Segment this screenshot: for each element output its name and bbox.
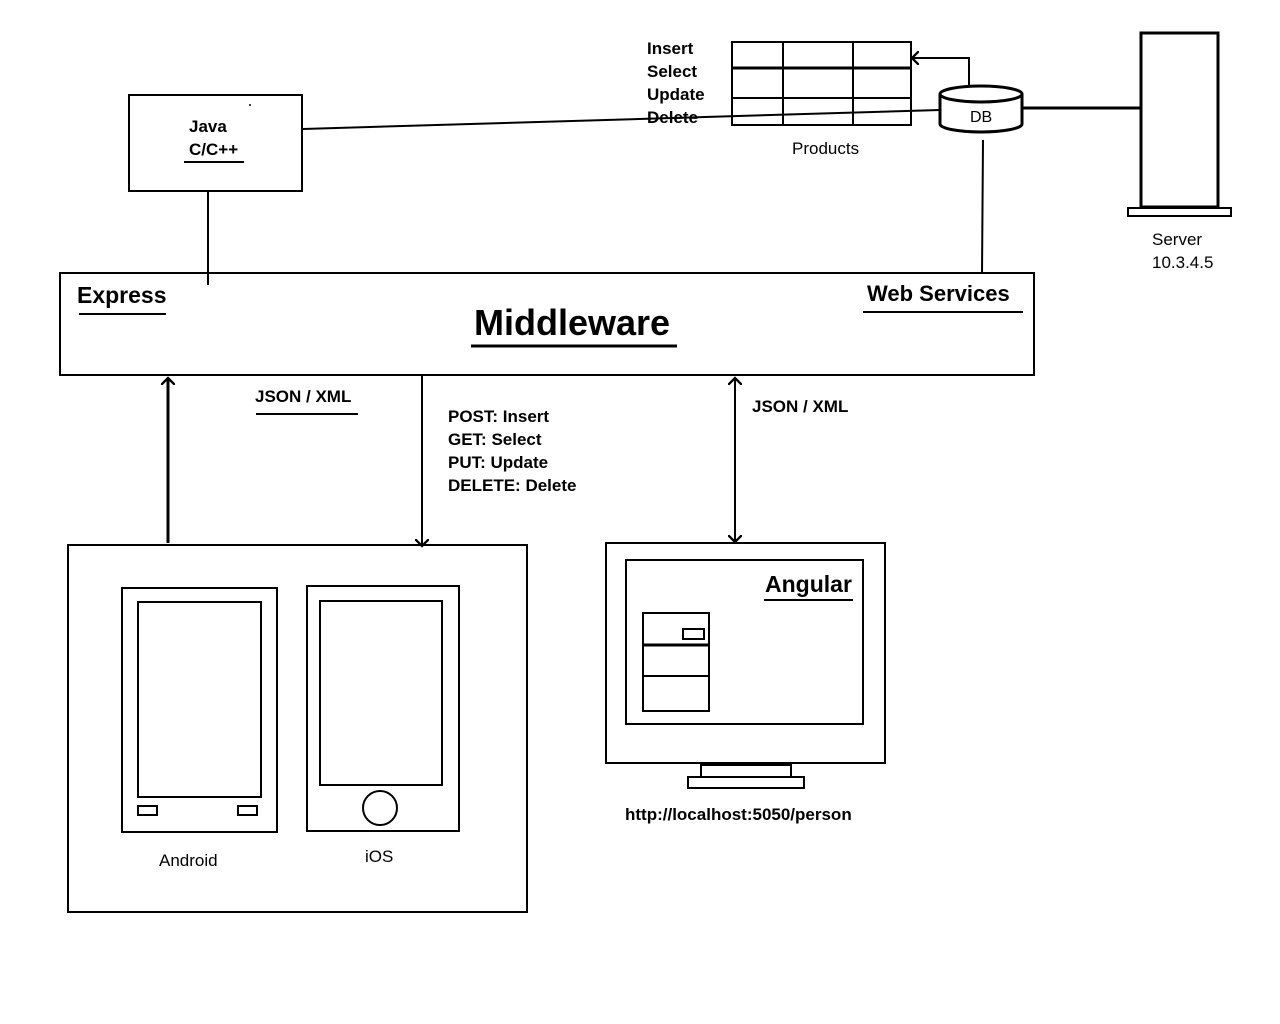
http-method-put: PUT: Update (448, 453, 548, 472)
op-delete: Delete (647, 108, 698, 127)
db-cylinder-top (938, 84, 1024, 104)
android-phone: Android (121, 587, 278, 870)
java-box (128, 94, 303, 192)
db-middleware-connector (981, 139, 984, 275)
form-widget-frame (642, 612, 710, 712)
db-operations: Insert Select Update Delete (647, 39, 705, 127)
ios-home-button (362, 790, 398, 826)
middleware-title: Middleware (474, 302, 670, 343)
ios-phone: iOS (306, 585, 460, 866)
monitor-stand-base (687, 776, 805, 789)
middleware-frame (59, 272, 1035, 376)
products-label: Products (792, 139, 859, 158)
server-icon: Server 10.3.4.5 (1127, 31, 1232, 272)
middleware-box: Express Web Services Middleware (59, 272, 1035, 376)
web-services-label: Web Services (867, 281, 1010, 306)
express-label: Express (77, 282, 167, 308)
products-table-frame (731, 41, 912, 126)
form-widget-input (682, 628, 705, 640)
android-label: Android (159, 851, 218, 870)
android-body (121, 587, 278, 833)
op-insert: Insert (647, 39, 694, 58)
java-label: Java (189, 117, 227, 136)
mobile-container (67, 544, 528, 913)
server-tower (1139, 31, 1220, 209)
angular-url: http://localhost:5050/person (625, 805, 852, 824)
android-screen (137, 601, 262, 798)
json-xml-label-left: JSON / XML (255, 387, 351, 406)
op-update: Update (647, 85, 705, 104)
op-select: Select (647, 62, 697, 81)
db-to-products-arrow (912, 58, 970, 86)
mobile-clients: Android iOS (67, 544, 528, 913)
cpp-label: C/C++ (189, 140, 238, 159)
ios-screen (319, 600, 443, 786)
angular-client: Angular http://localhost:5050/person (605, 542, 886, 824)
stray-dot (249, 104, 251, 106)
server-ip: 10.3.4.5 (1152, 253, 1213, 272)
db-cylinder-body (938, 94, 1024, 134)
android-right-button (237, 805, 258, 816)
http-method-post: POST: Insert (448, 407, 549, 426)
angular-label: Angular (765, 571, 852, 597)
angular-form-widget (642, 612, 710, 712)
server-label: Server (1152, 230, 1202, 249)
db-label: DB (970, 109, 992, 126)
db-cylinder: DB (938, 84, 1024, 134)
ios-body (306, 585, 460, 832)
monitor-screen (625, 559, 864, 725)
java-db-connector (302, 109, 941, 130)
android-left-button (137, 805, 158, 816)
monitor-frame (605, 542, 886, 764)
java-component: Java C/C++ (128, 94, 303, 192)
json-xml-label-right: JSON / XML (752, 397, 848, 416)
http-method-get: GET: Select (448, 430, 542, 449)
server-base (1127, 207, 1232, 217)
http-method-delete: DELETE: Delete (448, 476, 576, 495)
products-table: Products (731, 41, 912, 158)
http-methods-list: POST: Insert GET: Select PUT: Update DEL… (448, 407, 576, 495)
monitor-stand-neck (700, 764, 792, 778)
ios-label: iOS (365, 847, 393, 866)
